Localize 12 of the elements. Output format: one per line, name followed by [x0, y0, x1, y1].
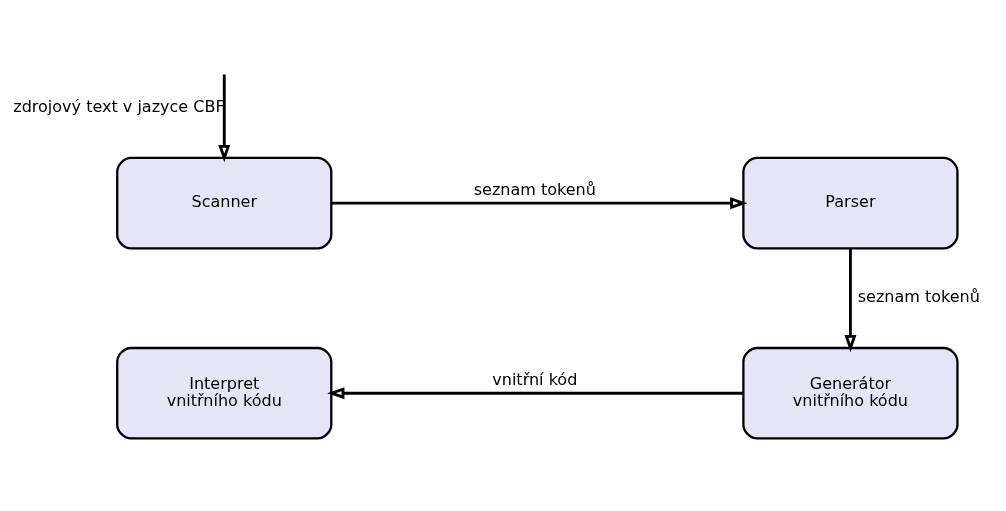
edge-label: vnitřní kód	[492, 369, 578, 389]
edge-label: zdrojový text v jazyce CBF	[13, 96, 225, 116]
node-box: Parser	[742, 156, 959, 250]
arrow	[327, 386, 743, 399]
node-box: Interpret vnitřního kódu	[116, 346, 333, 440]
node-box: Generátor vnitřního kódu	[742, 346, 959, 440]
arrow	[218, 74, 231, 162]
edge-label: seznam tokenů	[473, 179, 596, 199]
node-box: Scanner	[116, 156, 333, 250]
arrow	[844, 248, 857, 352]
edge-label: seznam tokenů	[857, 286, 980, 306]
arrow	[331, 196, 748, 209]
